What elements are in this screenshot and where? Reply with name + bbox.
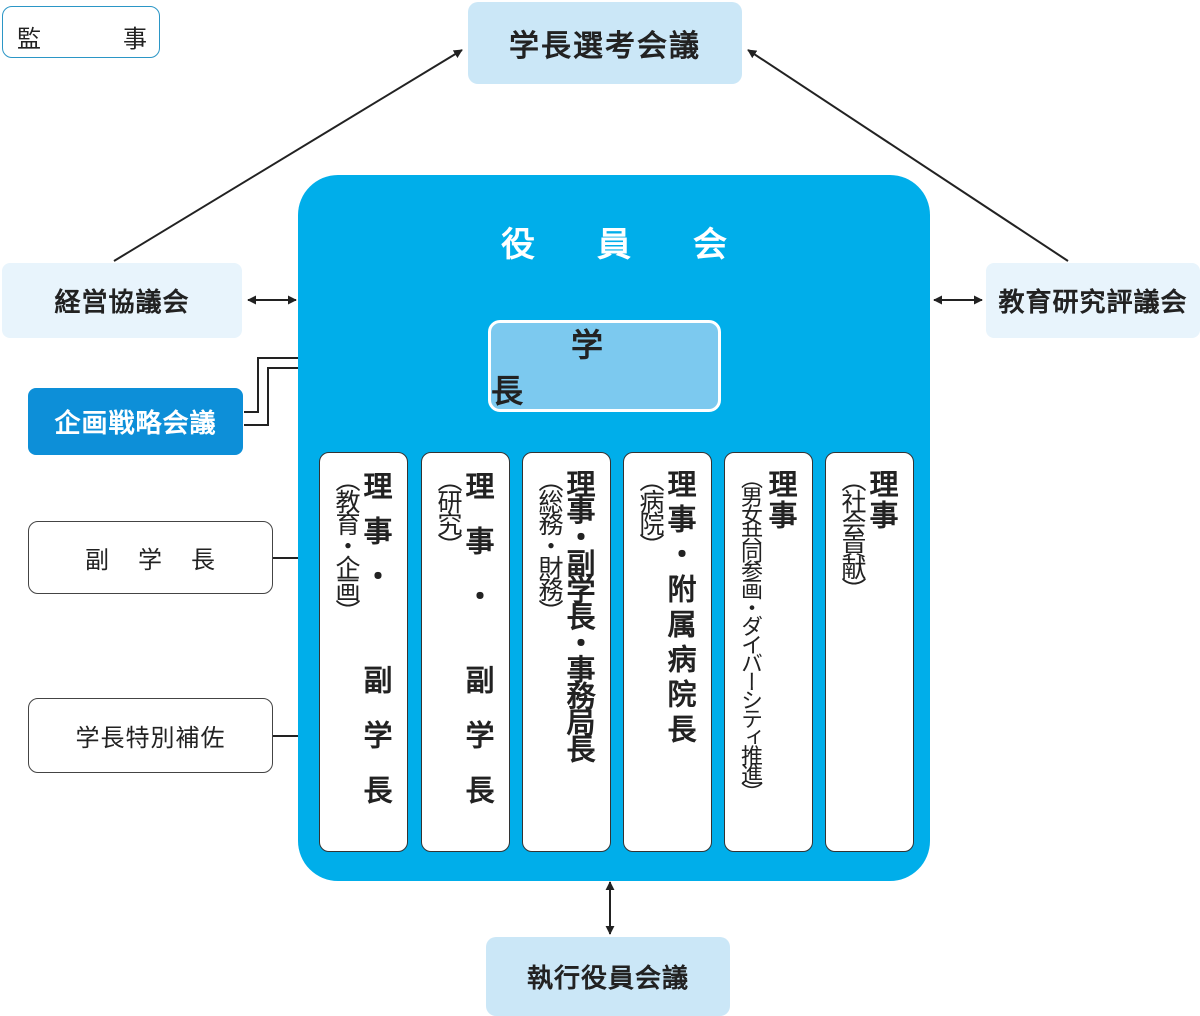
arrow-management-to-selection [113,49,463,262]
special-assistants-box: 学長特別補佐 [28,698,273,773]
director-6-role: 理事 [865,469,899,531]
audit-label-1: 監 [17,25,41,53]
director-5-scope: （男女共同参画・ダイバーシティ推進） [737,467,762,800]
director-5-role: 理事 [764,469,798,531]
director-3-role: 理事・副学長・事務局長 [562,469,596,761]
education-research-council-box: 教育研究評議会 [986,263,1200,338]
director-4-role: 理事・附属病院長 [663,469,697,749]
president-box: 学長 [488,320,721,412]
director-2-role-bottom: 副学長 [461,665,495,830]
executive-council-box: 執行役員会議 [486,937,730,1016]
director-2-role-top: 理事・ [461,471,495,636]
director-2-scope: （研究） [434,467,463,555]
director-4-scope: （病院） [636,467,665,555]
director-column-5: 理事 （男女共同参画・ダイバーシティ推進） [724,452,813,852]
director-column-2: 理事・ 副学長 （研究） [421,452,510,852]
director-column-3: 理事・副学長・事務局長 （総務・財務） [522,452,611,852]
arrow-education-to-selection [747,49,1069,262]
management-council-label: 経営協議会 [54,288,190,318]
president-label: 学長 [491,326,684,410]
vice-presidents-char-3: 長 [191,546,216,574]
director-6-scope: （社会貢献） [838,467,867,599]
education-research-council-label: 教育研究評議会 [998,288,1188,318]
director-column-6: 理事 （社会貢献） [825,452,914,852]
vice-presidents-char-2: 学 [138,546,163,574]
vice-presidents-box: 副 学 長 [28,521,273,594]
board-title: 役員会 [501,225,789,265]
vice-presidents-char-1: 副 [85,546,110,574]
director-3-scope: （総務・財務） [535,467,564,621]
director-1-role-top: 理事・ [359,471,393,606]
director-column-4: 理事・附属病院長 （病院） [623,452,712,852]
special-assistants-label: 学長特別補佐 [75,724,226,752]
director-1-role-bottom: 副学長 [359,665,393,830]
strategy-council-label: 企画戦略会議 [54,409,217,439]
director-column-1: 理事・ 副学長 （教育・企画） [319,452,408,852]
selection-council-box: 学長選考会議 [468,2,742,84]
director-1-scope: （教育・企画） [332,467,361,621]
audit-box: 監 事 [2,6,160,58]
selection-council-label: 学長選考会議 [509,29,701,64]
audit-label-2: 事 [123,25,147,53]
strategy-council-box: 企画戦略会議 [28,388,243,455]
executive-council-label: 執行役員会議 [526,964,689,994]
management-council-box: 経営協議会 [2,263,242,338]
